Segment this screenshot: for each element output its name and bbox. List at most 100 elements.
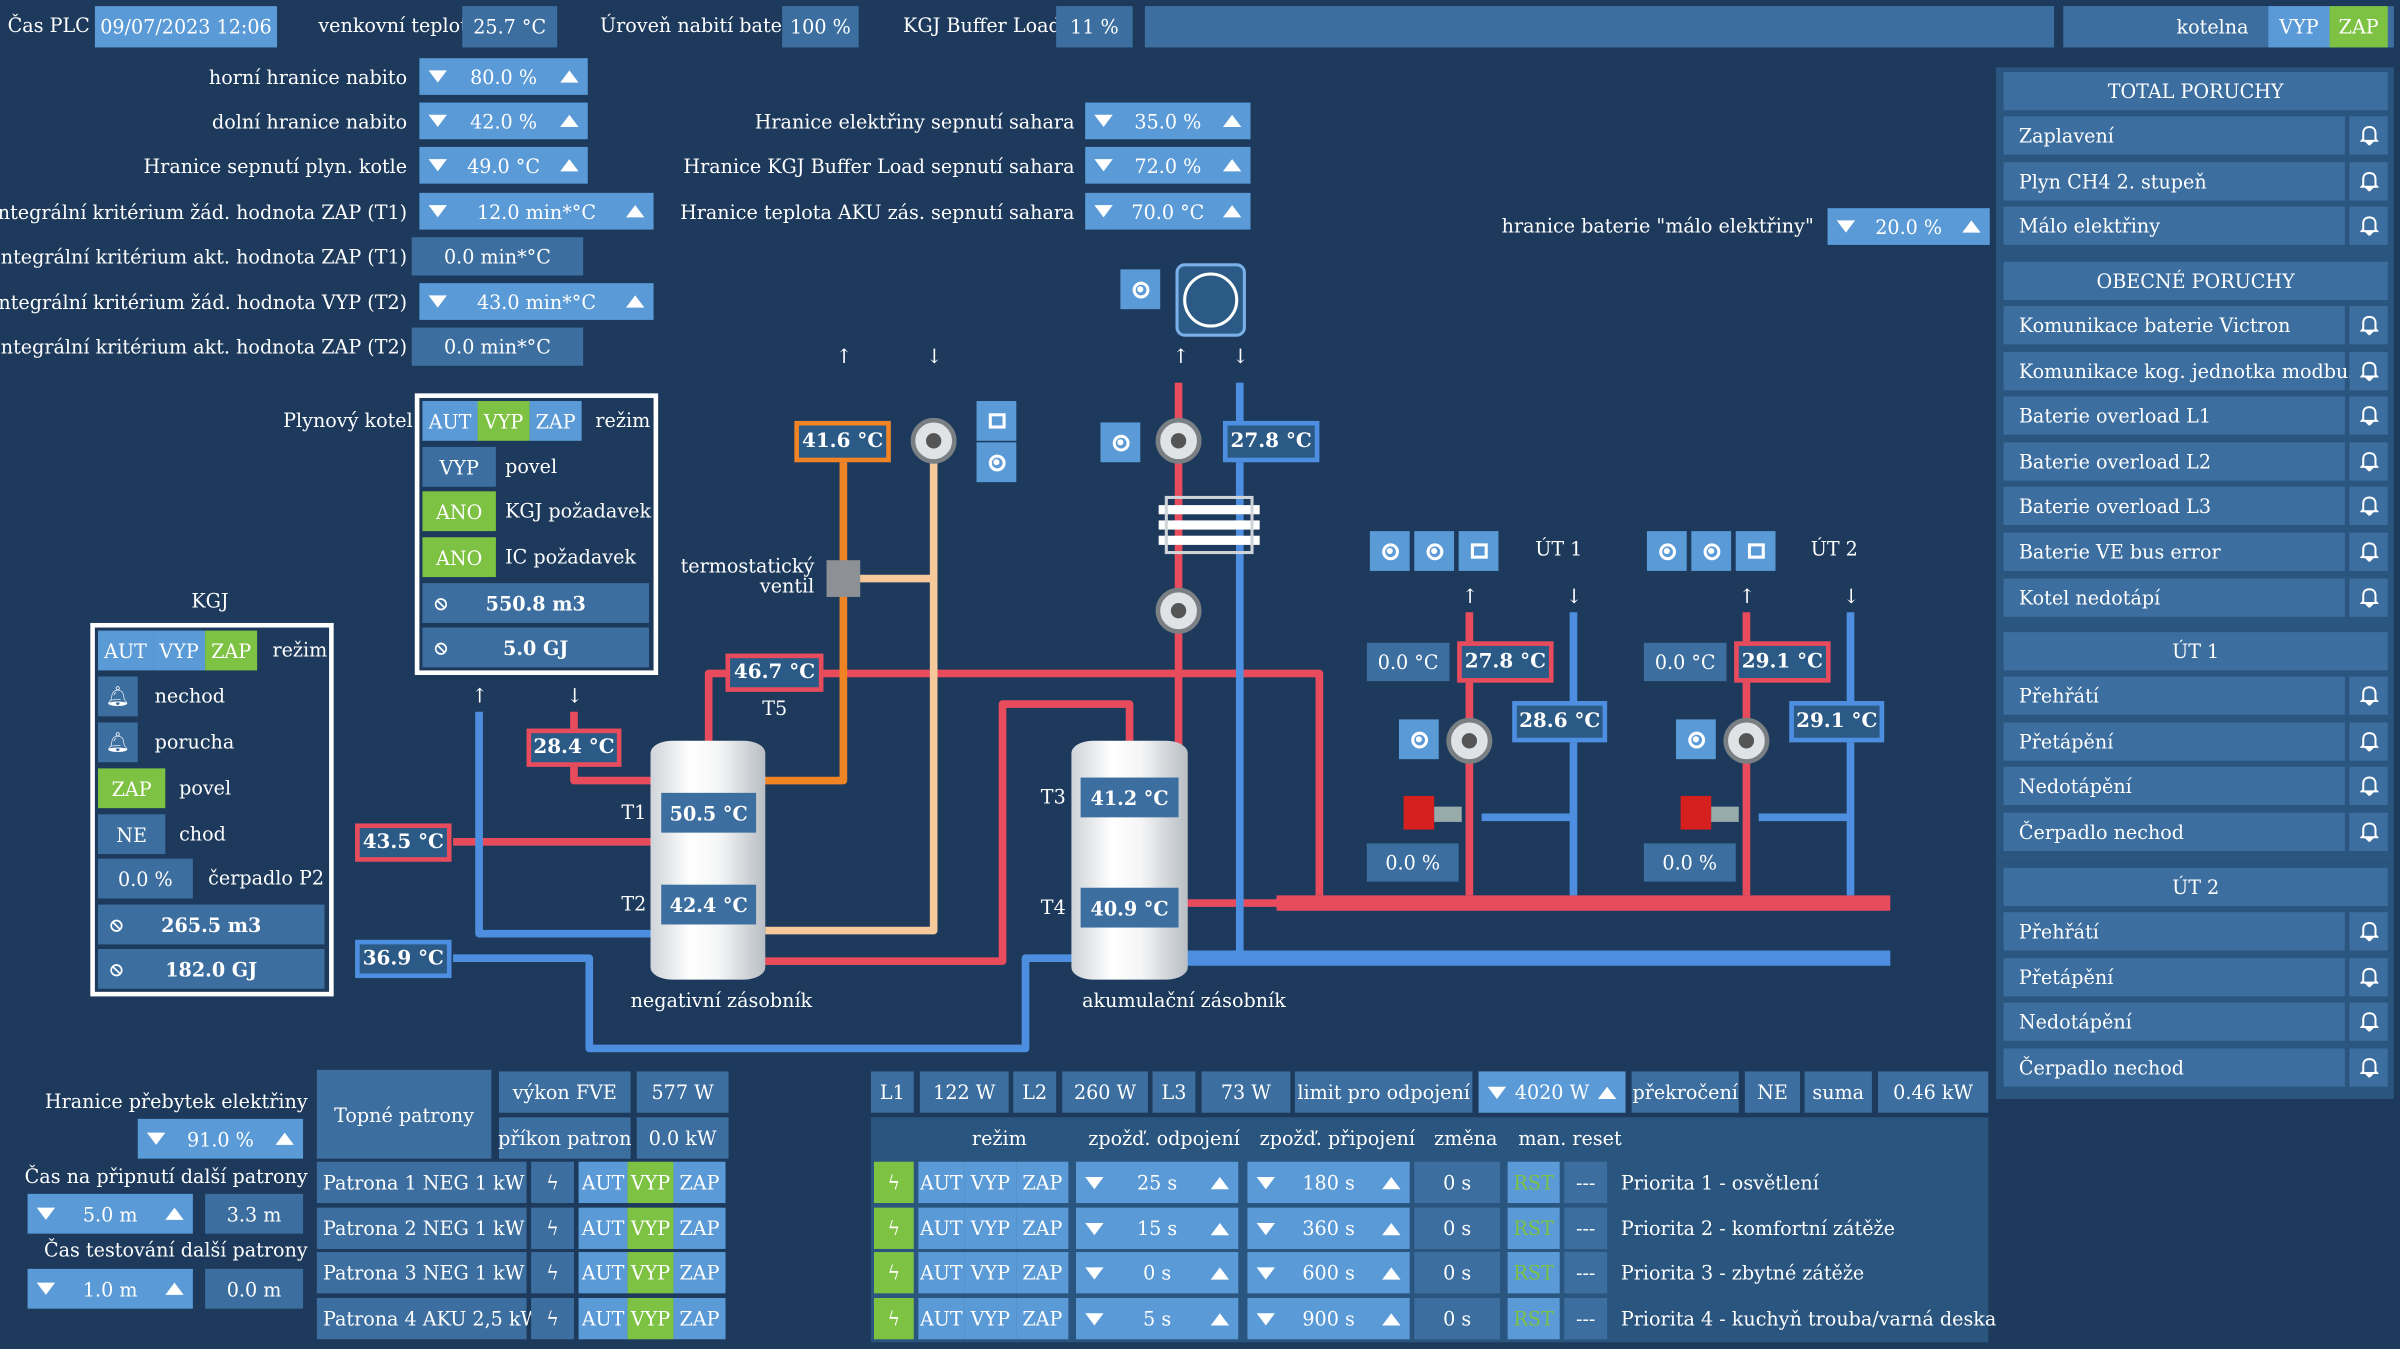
bell-icon[interactable]: [2349, 766, 2388, 806]
decrease-button[interactable]: [1828, 220, 1865, 233]
setting-spinner[interactable]: 42.0 %: [419, 102, 588, 140]
decrease-button[interactable]: [1085, 205, 1122, 218]
vyp-button[interactable]: VYP: [964, 1297, 1017, 1340]
increase-button[interactable]: [551, 70, 588, 83]
pump-hx-top[interactable]: [1155, 417, 1202, 464]
gas-boiler-mode-switch[interactable]: AUT VYP ZAP: [422, 401, 582, 441]
sahara-setting-spinner[interactable]: 35.0 %: [1085, 102, 1251, 140]
pump-ut2[interactable]: [1723, 717, 1770, 764]
target-icon[interactable]: [1691, 531, 1732, 571]
reset-button[interactable]: RST: [1507, 1161, 1560, 1204]
delay-on-spinner[interactable]: 900 s: [1247, 1297, 1410, 1340]
fan-icon[interactable]: [1175, 263, 1246, 337]
target-icon[interactable]: [1120, 269, 1161, 310]
vyp-button[interactable]: VYP: [964, 1252, 1017, 1294]
calendar-icon[interactable]: [1735, 531, 1776, 571]
aut-button[interactable]: AUT: [918, 1207, 965, 1249]
increase-button[interactable]: [1953, 220, 1990, 233]
target-icon[interactable]: [1414, 531, 1455, 571]
decrease-button[interactable]: [138, 1132, 175, 1145]
pump-ut1[interactable]: [1446, 717, 1493, 764]
target-icon[interactable]: [1100, 422, 1141, 463]
increase-button[interactable]: [551, 114, 588, 128]
sahara-setting-spinner[interactable]: 70.0 °C: [1085, 192, 1251, 230]
bell-icon[interactable]: [2349, 116, 2388, 155]
pump-sahara[interactable]: [910, 417, 957, 464]
decrease-button[interactable]: [419, 205, 456, 218]
target-icon[interactable]: [976, 442, 1017, 483]
kgj-mode-switch[interactable]: AUT VYP ZAP: [97, 630, 258, 671]
bell-icon[interactable]: [2349, 306, 2388, 345]
pump-hx-bottom[interactable]: [1155, 587, 1202, 634]
vyp-button[interactable]: VYP: [153, 630, 206, 671]
increase-button[interactable]: [1589, 1085, 1625, 1099]
increase-button[interactable]: [1214, 205, 1251, 218]
zap-button[interactable]: ZAP: [1016, 1161, 1069, 1204]
setting-spinner[interactable]: 43.0 min*°C: [419, 283, 654, 320]
bell-icon[interactable]: [2349, 1048, 2388, 1087]
aut-button[interactable]: AUT: [578, 1161, 628, 1204]
increase-button[interactable]: [1202, 1312, 1239, 1325]
kotelna-vyp-button[interactable]: VYP: [2268, 6, 2330, 48]
target-icon[interactable]: [1369, 531, 1410, 571]
zap-button[interactable]: ZAP: [673, 1161, 726, 1204]
next-cartridge-spinner[interactable]: 5.0 m: [27, 1193, 193, 1234]
vyp-button[interactable]: VYP: [964, 1207, 1017, 1249]
battery-low-spinner[interactable]: 20.0 %: [1827, 208, 1990, 245]
zap-button[interactable]: ZAP: [673, 1207, 726, 1249]
increase-button[interactable]: [1214, 114, 1251, 128]
calendar-icon[interactable]: [976, 401, 1017, 441]
zap-button[interactable]: ZAP: [673, 1297, 726, 1340]
increase-button[interactable]: [1373, 1266, 1410, 1279]
calendar-icon[interactable]: [1458, 531, 1499, 571]
delay-off-spinner[interactable]: 25 s: [1076, 1161, 1239, 1204]
reset-button[interactable]: RST: [1507, 1252, 1560, 1294]
reset-icon[interactable]: ⦸: [434, 590, 448, 614]
increase-button[interactable]: [1373, 1222, 1410, 1235]
bell-icon[interactable]: [2349, 206, 2388, 245]
test-cartridge-spinner[interactable]: 1.0 m: [27, 1268, 193, 1309]
bell-icon[interactable]: [2349, 396, 2388, 435]
delay-off-spinner[interactable]: 0 s: [1076, 1252, 1239, 1294]
decrease-button[interactable]: [419, 295, 456, 308]
aut-button[interactable]: AUT: [97, 630, 154, 671]
setting-spinner[interactable]: 12.0 min*°C: [419, 192, 654, 230]
reset-button[interactable]: RST: [1507, 1297, 1560, 1340]
zap-button[interactable]: ZAP: [673, 1252, 726, 1294]
decrease-button[interactable]: [1247, 1266, 1284, 1279]
zap-button[interactable]: ZAP: [1016, 1297, 1069, 1340]
limit-spinner[interactable]: 4020 W: [1478, 1071, 1626, 1113]
delay-off-spinner[interactable]: 5 s: [1076, 1297, 1239, 1340]
reset-icon[interactable]: ⦸: [434, 635, 448, 659]
aut-button[interactable]: AUT: [578, 1297, 628, 1340]
decrease-button[interactable]: [1085, 159, 1122, 172]
aut-button[interactable]: AUT: [578, 1207, 628, 1249]
increase-button[interactable]: [1202, 1222, 1239, 1235]
increase-button[interactable]: [1202, 1176, 1239, 1189]
delay-on-spinner[interactable]: 600 s: [1247, 1252, 1410, 1294]
bell-icon[interactable]: [2349, 486, 2388, 525]
bell-icon[interactable]: [2349, 722, 2388, 761]
setting-spinner[interactable]: 49.0 °C: [419, 146, 588, 184]
aut-button[interactable]: AUT: [918, 1161, 965, 1204]
increase-button[interactable]: [1214, 159, 1251, 172]
decrease-button[interactable]: [1247, 1176, 1284, 1189]
bell-icon[interactable]: [2349, 578, 2388, 617]
decrease-button[interactable]: [1076, 1222, 1113, 1235]
increase-button[interactable]: [1202, 1266, 1239, 1279]
increase-button[interactable]: [1373, 1312, 1410, 1325]
increase-button[interactable]: [1373, 1176, 1410, 1189]
decrease-button[interactable]: [1076, 1176, 1113, 1189]
aut-button[interactable]: AUT: [918, 1252, 965, 1294]
decrease-button[interactable]: [419, 159, 456, 172]
delay-off-spinner[interactable]: 15 s: [1076, 1207, 1239, 1249]
increase-button[interactable]: [551, 159, 588, 172]
